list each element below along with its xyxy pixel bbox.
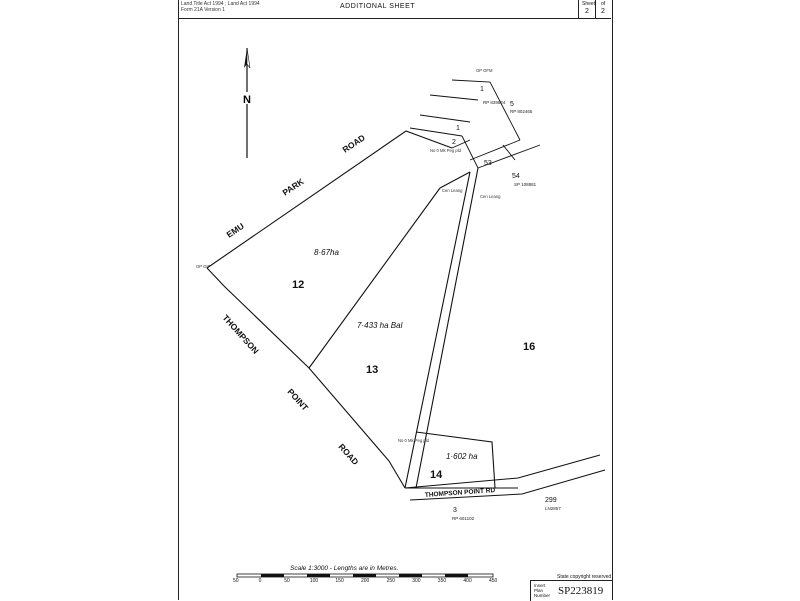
lot-boundary-upper [439, 171, 471, 189]
sheet-value: 2 [585, 8, 589, 15]
scale-label: Scale 1:3000 - Lengths are in Metres. [290, 565, 399, 572]
sheet-title: ADDITIONAL SHEET [340, 3, 416, 10]
lot1-boundary [451, 79, 521, 141]
scale-tick-label: 50 [233, 578, 239, 584]
area-lot-14: 1·602 ha [446, 452, 478, 461]
plan-ref-sp108881: SP 108881 [514, 182, 537, 187]
sheet-number-box: Sheet 2 of 2 [578, 0, 612, 18]
road-name-thompson-point-rd: THOMPSON POINT RD [425, 487, 496, 499]
annotation-cen-leang-2: Cen Leang [480, 194, 501, 199]
lot-14-label: 14 [430, 469, 443, 481]
plan-number-stamp: Insert Plan Number SP223819 [530, 580, 612, 601]
lot53-divider [502, 144, 516, 161]
road-name-park: PARK [281, 176, 307, 198]
scale-tick-label: 250 [386, 578, 395, 584]
annotation-op-gip: OP GIP [196, 264, 211, 269]
act-line-2: Form 21A Version 1 [181, 6, 225, 13]
lot13-16-boundary-west [404, 171, 471, 489]
thompson-point-rd-south-edge [409, 469, 606, 501]
annotation-peg-2: No 0 Mk Peg pld [398, 438, 430, 443]
scale-tick-label: 150 [335, 578, 344, 584]
act-line-1: Land Title Act 1994 ; Land Act 1994 [181, 1, 260, 7]
plan-ref-rp601102: RP 601102 [452, 516, 475, 521]
lot-3-label: 3 [453, 507, 457, 514]
lot-16-label: 16 [523, 341, 535, 353]
lot-1-label: 1 [480, 86, 484, 93]
lot-5-label: 5 [510, 101, 514, 108]
lot2-south [451, 139, 471, 149]
of-label: of [601, 1, 606, 7]
road-name-thompson: THOMPSON [221, 313, 261, 356]
area-lot-13: 7·433 ha Bal [357, 321, 403, 330]
road-name-emu: EMU [225, 221, 246, 240]
copyright-note: State copyright reserved [557, 574, 612, 580]
lot-13-label: 13 [366, 364, 378, 376]
scale-tick-label: 50 [284, 578, 290, 584]
lot-line-b [419, 114, 471, 123]
annotation-cen-leang-1: Cen Leang [442, 188, 463, 193]
annotation-peg-1: No 0 Mk Peg pld [430, 148, 462, 153]
plan-ref-ln2857: LN2857 [545, 506, 561, 511]
road-name-road: ROAD [341, 132, 367, 154]
road-name-road-2: ROAD [337, 442, 361, 467]
lot-2-label: 2 [452, 139, 456, 146]
stamp-line-3: Number [534, 593, 551, 598]
lot14-boundary [415, 431, 496, 489]
lot2-east [461, 135, 479, 169]
lot-1b-label: 1 [456, 125, 460, 132]
stamp-line-1: Insert [534, 583, 546, 588]
scale-tick-label: 450 [489, 578, 498, 584]
sheet-box-divider [595, 0, 596, 18]
north-arrow: N [241, 47, 253, 158]
road-name-point: POINT [286, 387, 311, 414]
north-label: N [243, 94, 251, 106]
lot13-14-corner [388, 460, 406, 489]
header-bar [178, 0, 611, 19]
lot-299-label: 299 [545, 497, 557, 504]
lot-54-label: 54 [512, 173, 520, 180]
lot-line-a [429, 94, 479, 101]
sheet-border [178, 0, 613, 600]
lot13-16-boundary-east [415, 167, 479, 489]
emu-park-road-boundary [206, 130, 453, 269]
of-value: 2 [601, 8, 605, 15]
scale-tick-label: 200 [361, 578, 370, 584]
sheet-label: Sheet [582, 1, 596, 7]
plan-number: SP223819 [558, 585, 604, 597]
annotation-op-ofm: OP OFM [476, 68, 493, 73]
scale-tick-label: 0 [258, 578, 262, 584]
scale-tick-label: 350 [437, 578, 447, 584]
lot53-line [469, 139, 521, 161]
lot-12-label: 12 [292, 279, 304, 291]
scale-tick-label: 300 [412, 578, 421, 584]
scale-tick-label: 400 [463, 578, 472, 584]
lot54-north [477, 144, 541, 169]
plan-ref-rp839524: RP 839524 [483, 100, 506, 105]
stamp-line-2: Plan [534, 588, 544, 593]
scale-tick-label: 100 [309, 578, 319, 584]
thompson-point-rd-north-edge [404, 454, 601, 489]
area-lot-12: 8·67ha [314, 248, 339, 257]
lot-line-c [409, 127, 463, 137]
lot12-13-boundary [308, 187, 441, 369]
lot-53-label: 53 [484, 160, 492, 167]
act-reference: Land Title Act 1994 ; Land Act 1994 Form… [181, 1, 260, 13]
scale-bar [236, 573, 494, 578]
plan-ref-rp802465: RP 802465 [510, 109, 533, 114]
thompson-point-road-boundary [206, 267, 390, 462]
stamp-labels: Insert Plan Number [534, 583, 550, 598]
